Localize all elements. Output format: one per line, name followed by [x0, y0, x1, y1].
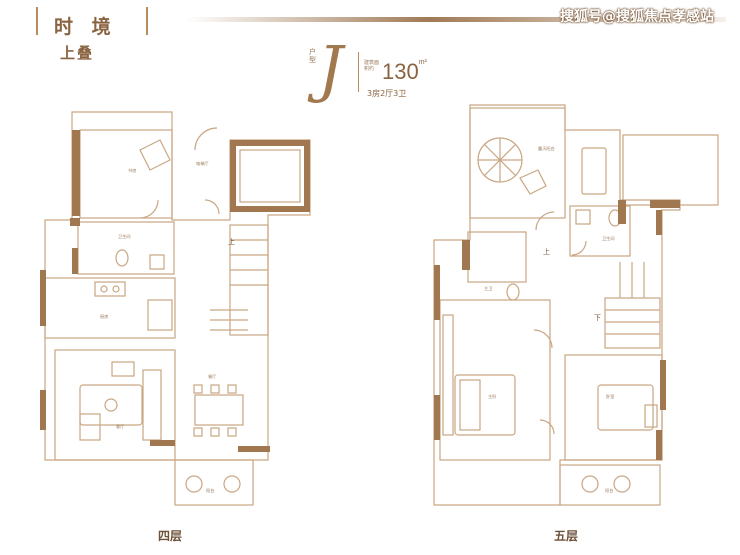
area-number: 130: [382, 59, 419, 84]
floor5-walls: [434, 200, 680, 460]
header-divider-left: [36, 7, 38, 35]
label-f4-up: 上: [228, 237, 235, 246]
label-f4-study: 书房: [128, 167, 136, 174]
layout-text: 3房2厅3卫: [367, 89, 407, 98]
floor4-label: 四层: [158, 529, 183, 543]
floor5-plan: [433, 104, 719, 506]
unit-separator: [358, 52, 359, 92]
unit-area: 130m²: [382, 59, 427, 85]
header-rule: [186, 17, 726, 22]
unit-letter: J: [318, 32, 343, 105]
unit-type-label: 户型: [309, 48, 316, 64]
label-f5-balcony: 阳台: [605, 487, 613, 494]
label-f4-balcony: 阳台: [206, 487, 214, 494]
area-unit: m²: [418, 59, 427, 66]
label-f5-bedroom2: 卧室: [606, 393, 614, 400]
label-f4-bath: 卫生间: [118, 233, 131, 240]
label-f4-elevator-hall: 电梯厅: [196, 160, 209, 167]
label-f5-bath2: 卫生间: [602, 235, 615, 242]
area-caption: 建筑面积约: [364, 60, 380, 72]
page-subtitle: 上叠: [60, 44, 95, 62]
label-f5-up: 上: [543, 247, 550, 256]
floor5-label: 五层: [554, 529, 579, 543]
floor4-walls: [40, 130, 310, 452]
label-f5-bath1: 主卫: [484, 285, 492, 291]
label-f4-living: 客厅: [116, 423, 124, 430]
label-f4-dining: 餐厅: [208, 373, 216, 380]
watermark: 搜狐号@搜狐焦点孝感站: [560, 9, 714, 25]
brand-title: 时 境: [54, 16, 117, 38]
header-divider-right: [146, 7, 148, 35]
header-brand: 时 境: [36, 7, 166, 38]
label-f5-down: 下: [594, 314, 601, 322]
label-f5-terrace: 露天阳台: [538, 145, 555, 152]
label-f4-kitchen: 厨房: [100, 313, 108, 320]
label-f5-master: 主卧: [488, 393, 496, 400]
floor4-plan: [44, 111, 311, 506]
room-labels: 书房 电梯厅 卫生间 厨房 客厅 餐厅 阳台 上 露天阳台 主卫 卫生间 主卧 …: [100, 145, 615, 494]
